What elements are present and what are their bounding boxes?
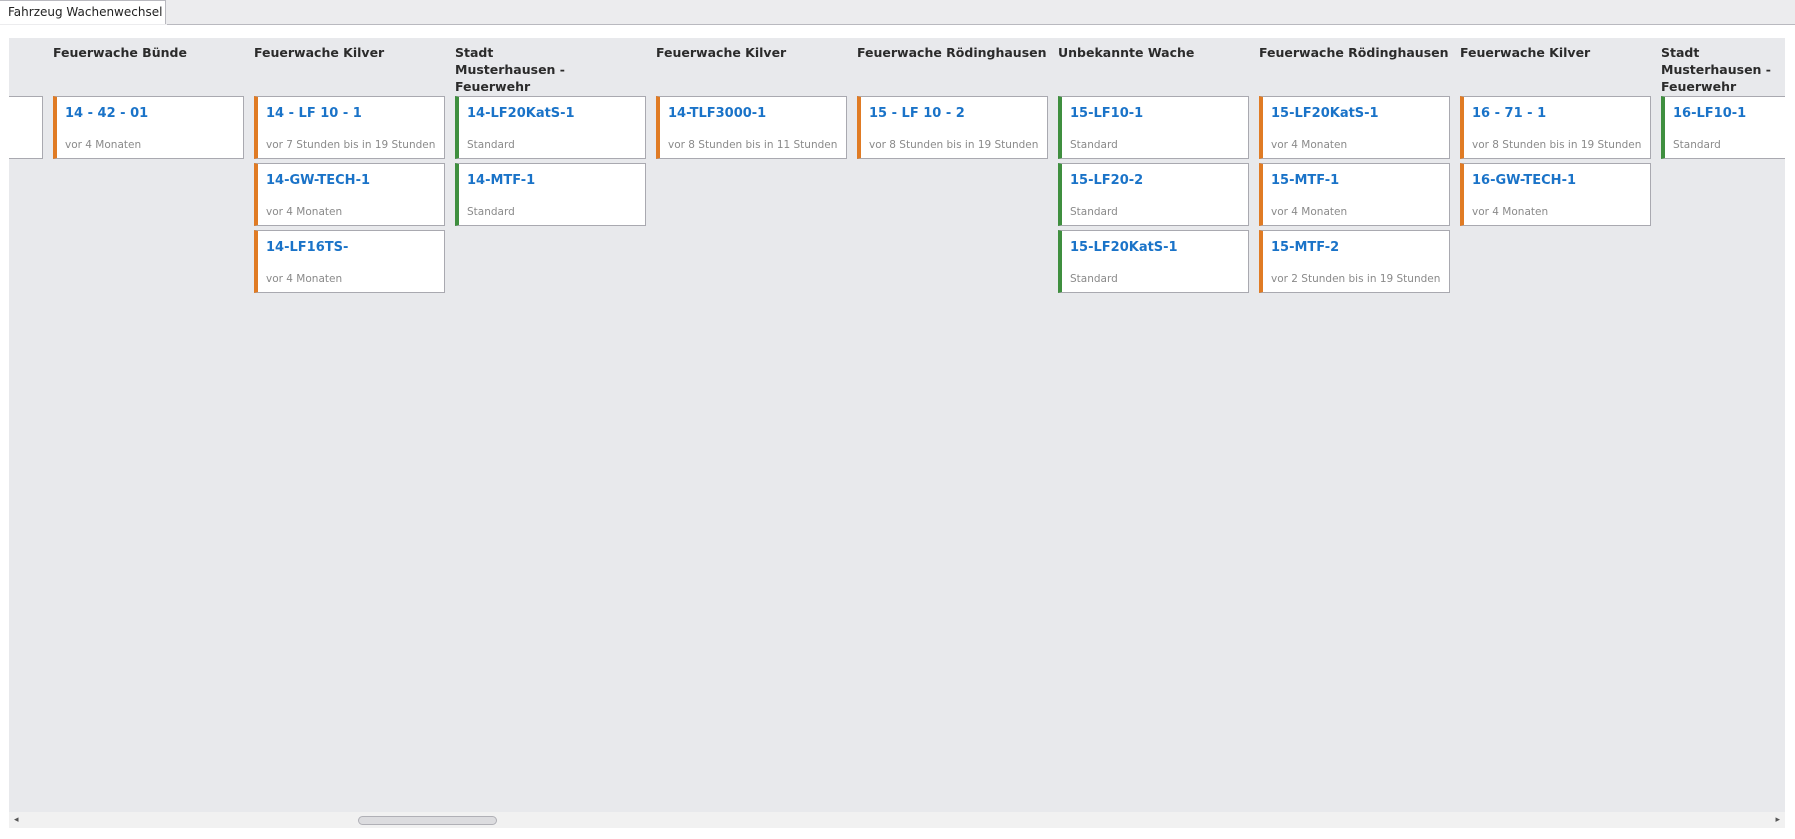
vehicle-card-title[interactable]: 14 - LF 10 - 1	[266, 106, 362, 121]
vehicle-card[interactable]: 15 - LF 10 - 2 vor 8 Stunden bis in 19 St…	[857, 96, 1048, 159]
vehicle-card-title[interactable]: 14-MTF-1	[467, 173, 536, 188]
vehicle-card-status: vor 4 Monaten	[266, 273, 343, 285]
vehicle-card-status: Standard	[1673, 139, 1721, 151]
vehicle-card-title[interactable]: 15-LF20-2	[1070, 173, 1144, 188]
tab-fahrzeug-wachenwechsel[interactable]: Fahrzeug Wachenwechsel	[0, 0, 166, 24]
column-header: Feuerwache Kilver	[1460, 45, 1591, 60]
vehicle-card-status: vor 8 Stunden bis in 19 Stunden	[1472, 139, 1642, 151]
vehicle-card[interactable]: 14 - 42 - 01 vor 4 Monaten	[53, 96, 244, 159]
column-header: Unbekannte Wache	[1058, 45, 1195, 60]
vehicle-card[interactable]: 14 - LF 10 - 1 vor 7 Stunden bis in 19 St…	[254, 96, 445, 159]
vehicle-card-title[interactable]: 14-GW-TECH-1	[266, 173, 371, 188]
vehicle-card-status: Standard	[1070, 273, 1118, 285]
vehicle-card-status: Standard	[1070, 206, 1118, 218]
vehicle-card[interactable]: 15-MTF-2 vor 2 Stunden bis in 19 Stunden	[1259, 230, 1450, 293]
tab-divider	[167, 24, 1795, 25]
vehicle-card-status: Standard	[467, 139, 515, 151]
tab-label: Fahrzeug Wachenwechsel	[8, 5, 163, 19]
vehicle-card[interactable]: 14-TLF3000-1 vor 8 Stunden bis in 11 Stun…	[656, 96, 847, 159]
vehicle-card-title[interactable]: 15-MTF-1	[1271, 173, 1340, 188]
vehicle-card-title[interactable]: 14 - 42 - 01	[65, 106, 149, 121]
vehicle-card[interactable]: 16 - 71 - 1 vor 8 Stunden bis in 19 Stund…	[1460, 96, 1651, 159]
vehicle-card-status: Standard	[467, 206, 515, 218]
vehicle-card-status: vor 4 Monaten	[65, 139, 142, 151]
vehicle-card-status: vor 4 Monaten	[266, 206, 343, 218]
vehicle-card-title[interactable]: 15 - LF 10 - 2	[869, 106, 965, 121]
vehicle-card-title[interactable]: 16-LF10-1	[1673, 106, 1747, 121]
vehicle-card[interactable]: 15-LF20KatS-1 vor 4 Monaten	[1259, 96, 1450, 159]
kanban-board: Feuerwache Bünde 14 - 42 - 01 vor 4 Monate…	[9, 38, 1785, 812]
vehicle-card[interactable]: 14-GW-TECH-1 vor 4 Monaten	[254, 163, 445, 226]
column-header: Feuerwache Kilver	[656, 45, 787, 60]
vehicle-card[interactable]: 15-MTF-1 vor 4 Monaten	[1259, 163, 1450, 226]
board-column: Feuerwache Kilver 16 - 71 - 1 vor 8 Stunde…	[1460, 38, 1652, 812]
board-column: Feuerwache Rödinghausen 15-LF20KatS-1 vor …	[1259, 38, 1451, 812]
vehicle-card-title[interactable]: 15-LF10-1	[1070, 106, 1144, 121]
chevron-right-icon[interactable]: ▸	[1775, 815, 1780, 825]
tab-strip: Fahrzeug Wachenwechsel	[0, 0, 1795, 25]
scrollbar-thumb[interactable]	[358, 816, 497, 825]
column-header: Feuerwache Rödinghausen	[1259, 45, 1449, 60]
vehicle-card-title[interactable]: 15-LF20KatS-1	[1070, 240, 1178, 255]
column-header: Feuerwache Bünde	[53, 45, 187, 60]
vehicle-card-status: vor 8 Stunden bis in 19 Stunden	[869, 139, 1039, 151]
vehicle-card-title[interactable]: 14-TLF3000-1	[668, 106, 767, 121]
vehicle-card[interactable]: 16-GW-TECH-1 vor 4 Monaten	[1460, 163, 1651, 226]
vehicle-card-status: Standard	[1070, 139, 1118, 151]
vehicle-card-title[interactable]: 14-LF16TS-	[266, 240, 349, 255]
column-header: Stadt Musterhausen - Feuerwehr	[1661, 45, 1771, 94]
board-column: Feuerwache Bünde 14 - 42 - 01 vor 4 Monate…	[53, 38, 245, 812]
horizontal-scrollbar[interactable]: ◂ ▸	[9, 812, 1785, 828]
column-header: Feuerwache Kilver	[254, 45, 385, 60]
vehicle-card[interactable]	[9, 96, 43, 159]
board-column: Feuerwache Kilver 14 - LF 10 - 1 vor 7 Stu…	[254, 38, 446, 812]
board-column: Feuerwache Kilver 14-TLF3000-1 vor 8 Stund…	[656, 38, 848, 812]
vehicle-card[interactable]: 14-LF16TS-vor 4 Monaten	[254, 230, 445, 293]
vehicle-card-status: vor 4 Monaten	[1271, 206, 1348, 218]
vehicle-card-status: vor 4 Monaten	[1472, 206, 1549, 218]
board-column: Feuerwache Rödinghausen 15 - LF 10 - 2 vor…	[857, 38, 1049, 812]
vehicle-card-title[interactable]: 15-LF20KatS-1	[1271, 106, 1379, 121]
chevron-left-icon[interactable]: ◂	[14, 815, 19, 825]
vehicle-card-title[interactable]: 16-GW-TECH-1	[1472, 173, 1577, 188]
vehicle-card-title[interactable]: 14-LF20KatS-1	[467, 106, 575, 121]
vehicle-card-title[interactable]: 15-MTF-2	[1271, 240, 1340, 255]
column-header: Feuerwache Rödinghausen	[857, 45, 1047, 60]
vehicle-card-status: vor 7 Stunden bis in 19 Stunden	[266, 139, 436, 151]
vehicle-card-status: vor 8 Stunden bis in 11 Stunden	[668, 139, 838, 151]
vehicle-card-status: vor 2 Stunden bis in 19 Stunden	[1271, 273, 1441, 285]
vehicle-card-title[interactable]: 16 - 71 - 1	[1472, 106, 1547, 121]
vehicle-card-status: vor 4 Monaten	[1271, 139, 1348, 151]
board-column	[9, 38, 44, 812]
column-header: Stadt Musterhausen - Feuerwehr	[455, 45, 565, 94]
